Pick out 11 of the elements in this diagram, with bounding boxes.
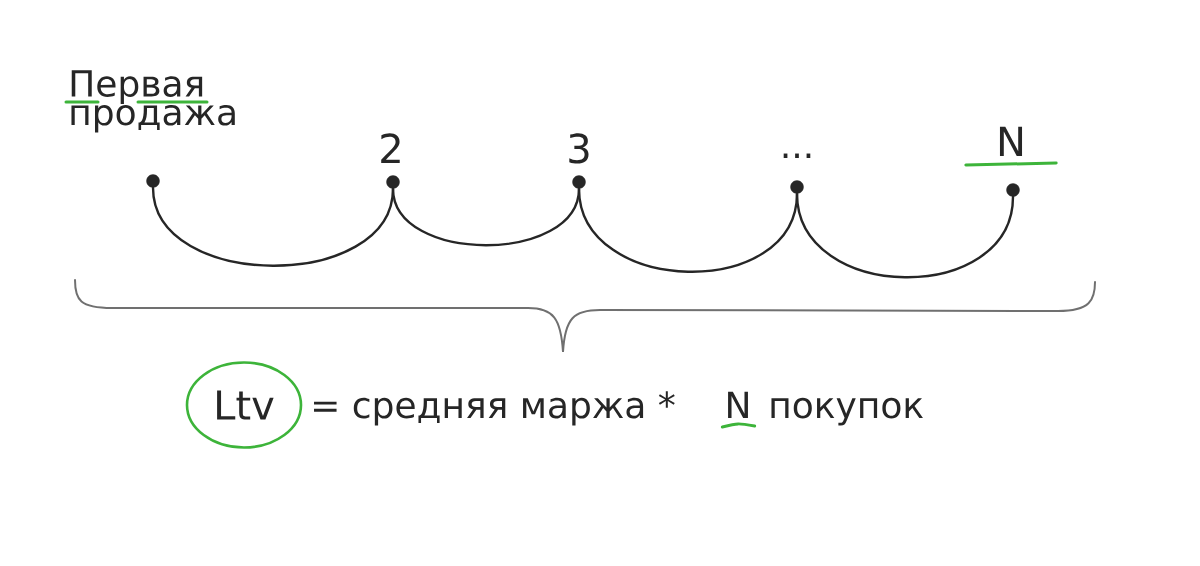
formula-text: покупок	[771, 397, 923, 426]
arc-connector	[151, 186, 395, 267]
formula-text: N	[720, 391, 757, 429]
point-label: 2	[381, 133, 400, 163]
arc-connector	[391, 187, 581, 247]
point-label: Первая продажа	[64, 70, 235, 133]
point-label: N	[964, 126, 1058, 167]
point-label: ...	[783, 153, 811, 158]
arc-connector	[577, 187, 799, 273]
point-label: 3	[569, 133, 589, 164]
arc-connector	[795, 192, 1015, 279]
